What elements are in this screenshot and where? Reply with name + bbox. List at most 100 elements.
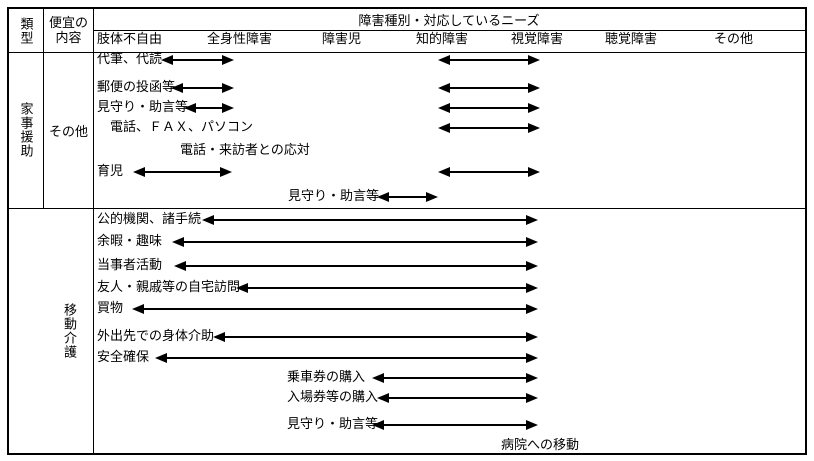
arrowhead-right-icon [528,83,540,93]
arrow-shaft [444,87,534,89]
row-label: 余暇・趣味 [97,234,163,249]
arrowhead-right-icon [526,332,538,342]
range-arrow [172,237,538,247]
row-label: 見守り・助言等 [288,189,380,204]
divider-needs-title [94,30,805,31]
header-type-label: 類型 [17,16,33,45]
range-arrow [377,192,438,202]
arrow-shaft [219,336,532,338]
arrow-shaft [378,377,532,379]
column-header: 障害児 [322,32,362,47]
arrowhead-right-icon [526,353,538,363]
table-frame [7,7,807,455]
range-arrow [438,55,540,65]
divider-sections [9,208,805,209]
column-header: その他 [714,32,754,47]
arrow-shaft [383,397,532,399]
range-arrow [438,123,540,133]
arrow-shaft [161,357,532,359]
row-label: 友人・親戚等の自宅訪問 [97,280,241,295]
range-arrow [184,103,234,113]
column-header: 肢体不自由 [97,32,163,47]
arrowhead-right-icon [526,420,538,430]
column-header: 聴覚障害 [605,32,658,47]
row-label: 電話・来訪者との応対 [180,143,310,158]
range-arrow [438,103,540,113]
arrowhead-right-icon [526,373,538,383]
arrow-shaft [180,265,532,267]
range-arrow [171,83,234,93]
row-label: 郵便の投函等 [97,80,176,95]
arrowhead-right-icon [222,103,234,113]
row-label: 公的機関、諸手続 [97,212,202,227]
range-arrow [155,353,538,363]
range-arrow [372,373,538,383]
arrow-shaft [444,59,534,61]
range-arrow [202,215,538,225]
arrowhead-right-icon [528,167,540,177]
column-header: 知的障害 [416,32,469,47]
row-label: 買物 [97,301,124,316]
section-mobility-type-cell: 移動介護 [44,209,93,453]
range-arrow [133,167,232,177]
arrow-shaft [444,127,534,129]
range-arrow [132,304,538,314]
header-benefit-line2: 内容 [55,30,82,46]
row-label: 見守り・助言等 [287,417,379,432]
section-housework-type-cell: 家事援助 [7,53,43,207]
section-mobility-type-label: 移動介護 [61,303,76,359]
column-header: 視覚障害 [511,32,564,47]
row-label: 育児 [97,164,124,179]
range-arrow [438,167,540,177]
row-label: 入場券等の購入 [287,390,379,405]
arrowhead-right-icon [426,192,438,202]
arrow-shaft [383,196,432,198]
row-label: 電話、ＦＡＸ、パソコン [110,120,254,135]
arrow-shaft [378,424,532,426]
column-header: 全身性障害 [207,32,273,47]
range-arrow [236,283,538,293]
arrow-shaft [444,171,534,173]
header-benefit-line1: 便宜の [48,15,88,31]
arrowhead-right-icon [526,283,538,293]
arrowhead-right-icon [222,83,234,93]
arrowhead-right-icon [526,215,538,225]
arrow-shaft [177,87,228,89]
header-benefit-cell: 便宜の 内容 [44,9,93,52]
divider-benefit-needs [93,9,94,453]
arrow-shaft [167,59,228,61]
range-arrow [377,393,538,403]
arrowhead-right-icon [528,123,540,133]
header-type-cell: 類型 [7,9,43,52]
header-needs-title: 障害種別・対応しているニーズ [358,14,540,29]
row-label: 病院への移動 [501,438,580,453]
section-housework-benefit-cell: その他 [44,53,93,207]
row-label: 外出先での身体介助 [97,329,215,344]
arrow-shaft [138,308,532,310]
arrowhead-right-icon [220,167,232,177]
divider-type-benefit [43,9,44,208]
row-label: 代筆、代読 [97,52,163,67]
arrow-shaft [178,241,532,243]
arrow-shaft [208,219,532,221]
arrowhead-right-icon [526,393,538,403]
range-arrow [372,420,538,430]
row-label: 当事者活動 [97,258,163,273]
arrowhead-right-icon [222,55,234,65]
row-label: 見守り・助言等 [97,100,189,115]
row-label: 乗車券の購入 [287,370,366,385]
section-housework-benefit-label: その他 [48,124,88,140]
arrow-shaft [242,287,532,289]
range-arrow [213,332,538,342]
arrow-shaft [139,171,226,173]
arrow-shaft [190,107,228,109]
arrowhead-right-icon [526,261,538,271]
arrowhead-right-icon [528,103,540,113]
divider-header-body [9,52,805,53]
arrow-shaft [444,107,534,109]
range-arrow [161,55,234,65]
section-housework-type-label: 家事援助 [17,102,33,158]
arrowhead-right-icon [526,237,538,247]
row-label: 安全確保 [97,350,150,365]
